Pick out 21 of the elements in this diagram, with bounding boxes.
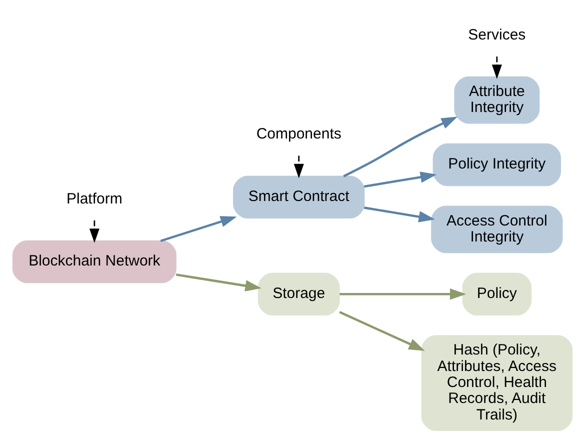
arrow — [343, 116, 458, 177]
arrow — [492, 56, 502, 78]
arrow — [176, 273, 262, 291]
node-box: Blockchain Network — [12, 240, 176, 283]
arrow — [294, 155, 304, 178]
node-box: Policy Integrity — [432, 142, 562, 186]
arrow — [364, 171, 437, 188]
node-box: Policy — [462, 272, 532, 315]
arrow — [89, 220, 100, 242]
arrow — [340, 288, 466, 300]
node-text: Components — [256, 125, 342, 142]
node-text: Platform — [66, 190, 122, 207]
node-box: Storage — [258, 272, 340, 315]
node-box: Attribute Integrity — [454, 76, 540, 124]
node-text: Services — [468, 26, 526, 43]
arrow — [364, 206, 435, 222]
node-box: Smart Contract — [233, 175, 365, 218]
arrow — [160, 216, 237, 242]
node-box: Hash (Policy, Attributes, Access Control, Health Records, Audit Trails) — [421, 334, 573, 430]
node-box: Access Control Integrity — [431, 205, 563, 253]
arrow — [339, 310, 425, 350]
